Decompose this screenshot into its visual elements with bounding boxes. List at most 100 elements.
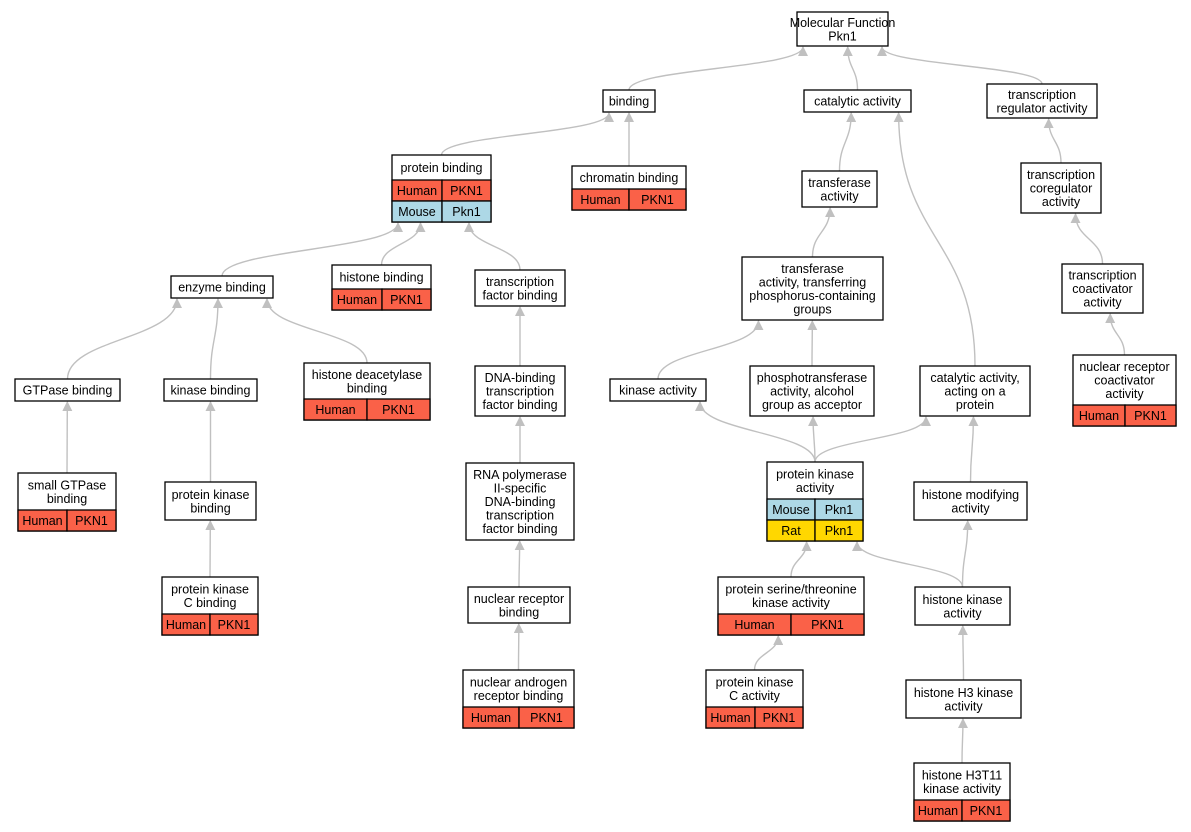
node-label-line: C activity (729, 689, 780, 703)
gene-symbol: PKN1 (382, 403, 415, 417)
node-label-line: DNA-binding (485, 495, 556, 509)
gene-symbol: PKN1 (450, 184, 483, 198)
node-label-line: transcription (1027, 168, 1095, 182)
node-label-line: coactivator (1072, 282, 1132, 296)
node-gtp[interactable]: GTPase binding (14, 378, 121, 402)
edge-kb-to-enz (209, 298, 223, 380)
edge-pb-to-bind (440, 112, 614, 156)
edge-h3t-to-h3k (957, 718, 968, 764)
node-label-line: transferase (808, 176, 871, 190)
node-box (602, 89, 656, 113)
node-label-line: nuclear receptor (1079, 360, 1169, 374)
node-label-line: factor binding (482, 288, 557, 302)
node-label-line: binding (347, 381, 387, 395)
gene-cell (209, 613, 259, 636)
node-rnap[interactable]: RNA polymeraseII-specificDNA-bindingtran… (465, 462, 575, 541)
edge-gtp-to-enz (66, 298, 182, 380)
node-label-line: protein serine/threonine (725, 582, 856, 596)
node-box (465, 462, 575, 541)
node-label-line: activity (951, 501, 990, 515)
gene-cell (1124, 404, 1177, 427)
edge-enz-to-pb (221, 222, 403, 277)
node-label-line: enzyme binding (178, 281, 266, 295)
node-bind[interactable]: binding (602, 89, 656, 113)
species-name: Human (580, 193, 620, 207)
node-box (801, 170, 878, 208)
node-ka[interactable]: kinase activity (609, 378, 707, 402)
edge-hdac-to-enz (262, 298, 368, 364)
species-name: Human (734, 618, 774, 632)
node-box (986, 83, 1098, 119)
node-cat[interactable]: catalytic activity (803, 89, 912, 113)
node-label-line: small GTPase (28, 478, 107, 492)
node-label-line: kinase activity (923, 782, 1002, 796)
edge-tcoa-to-tcor (1070, 213, 1104, 265)
node-label-line: activity (820, 189, 859, 203)
species-name: Human (710, 711, 750, 725)
species-name: Human (918, 804, 958, 818)
gene-symbol: PKN1 (970, 804, 1003, 818)
gene-symbol: PKN1 (530, 711, 563, 725)
node-label-line: binding (47, 492, 87, 506)
edge-ka-to-tfp (657, 320, 764, 380)
gene-symbol: Pkn1 (452, 205, 481, 219)
node-box (14, 378, 121, 402)
node-kb[interactable]: kinase binding (163, 378, 258, 402)
node-label-line: phosphotransferase (757, 371, 868, 385)
node-label-line: Pkn1 (828, 29, 857, 43)
gene-cell (790, 613, 865, 636)
species-name: Mouse (398, 205, 436, 219)
edge-treg-to-mf (877, 46, 1043, 85)
node-label-line: protein binding (400, 161, 482, 175)
node-label-line: Molecular Function (790, 16, 896, 30)
node-label-line: DNA-binding (485, 371, 556, 385)
node-box (749, 365, 875, 417)
node-label-line: activity (943, 606, 982, 620)
edge-hka-to-hma (961, 520, 973, 588)
node-label-line: kinase activity (619, 384, 698, 398)
node-box (1061, 263, 1144, 314)
node-label-line: acting on a (944, 385, 1005, 399)
node-enz[interactable]: enzyme binding (170, 275, 274, 299)
node-label-line: II-specific (494, 482, 547, 496)
node-label-line: protein kinase (716, 675, 794, 689)
edge-tfa-to-cat (838, 112, 857, 172)
node-box (164, 481, 257, 521)
species-name: Human (397, 184, 437, 198)
node-nrc[interactable]: nuclear receptorcoactivatoractivityHuman… (1072, 354, 1177, 427)
gene-cell (754, 706, 804, 729)
edge-hka-to-pka (852, 541, 964, 588)
node-label-line: binding (499, 605, 539, 619)
edge-bind-to-mf (628, 46, 808, 91)
node-label-line: binding (190, 501, 230, 515)
node-label-line: C binding (184, 596, 237, 610)
edge-layer (62, 46, 1126, 764)
